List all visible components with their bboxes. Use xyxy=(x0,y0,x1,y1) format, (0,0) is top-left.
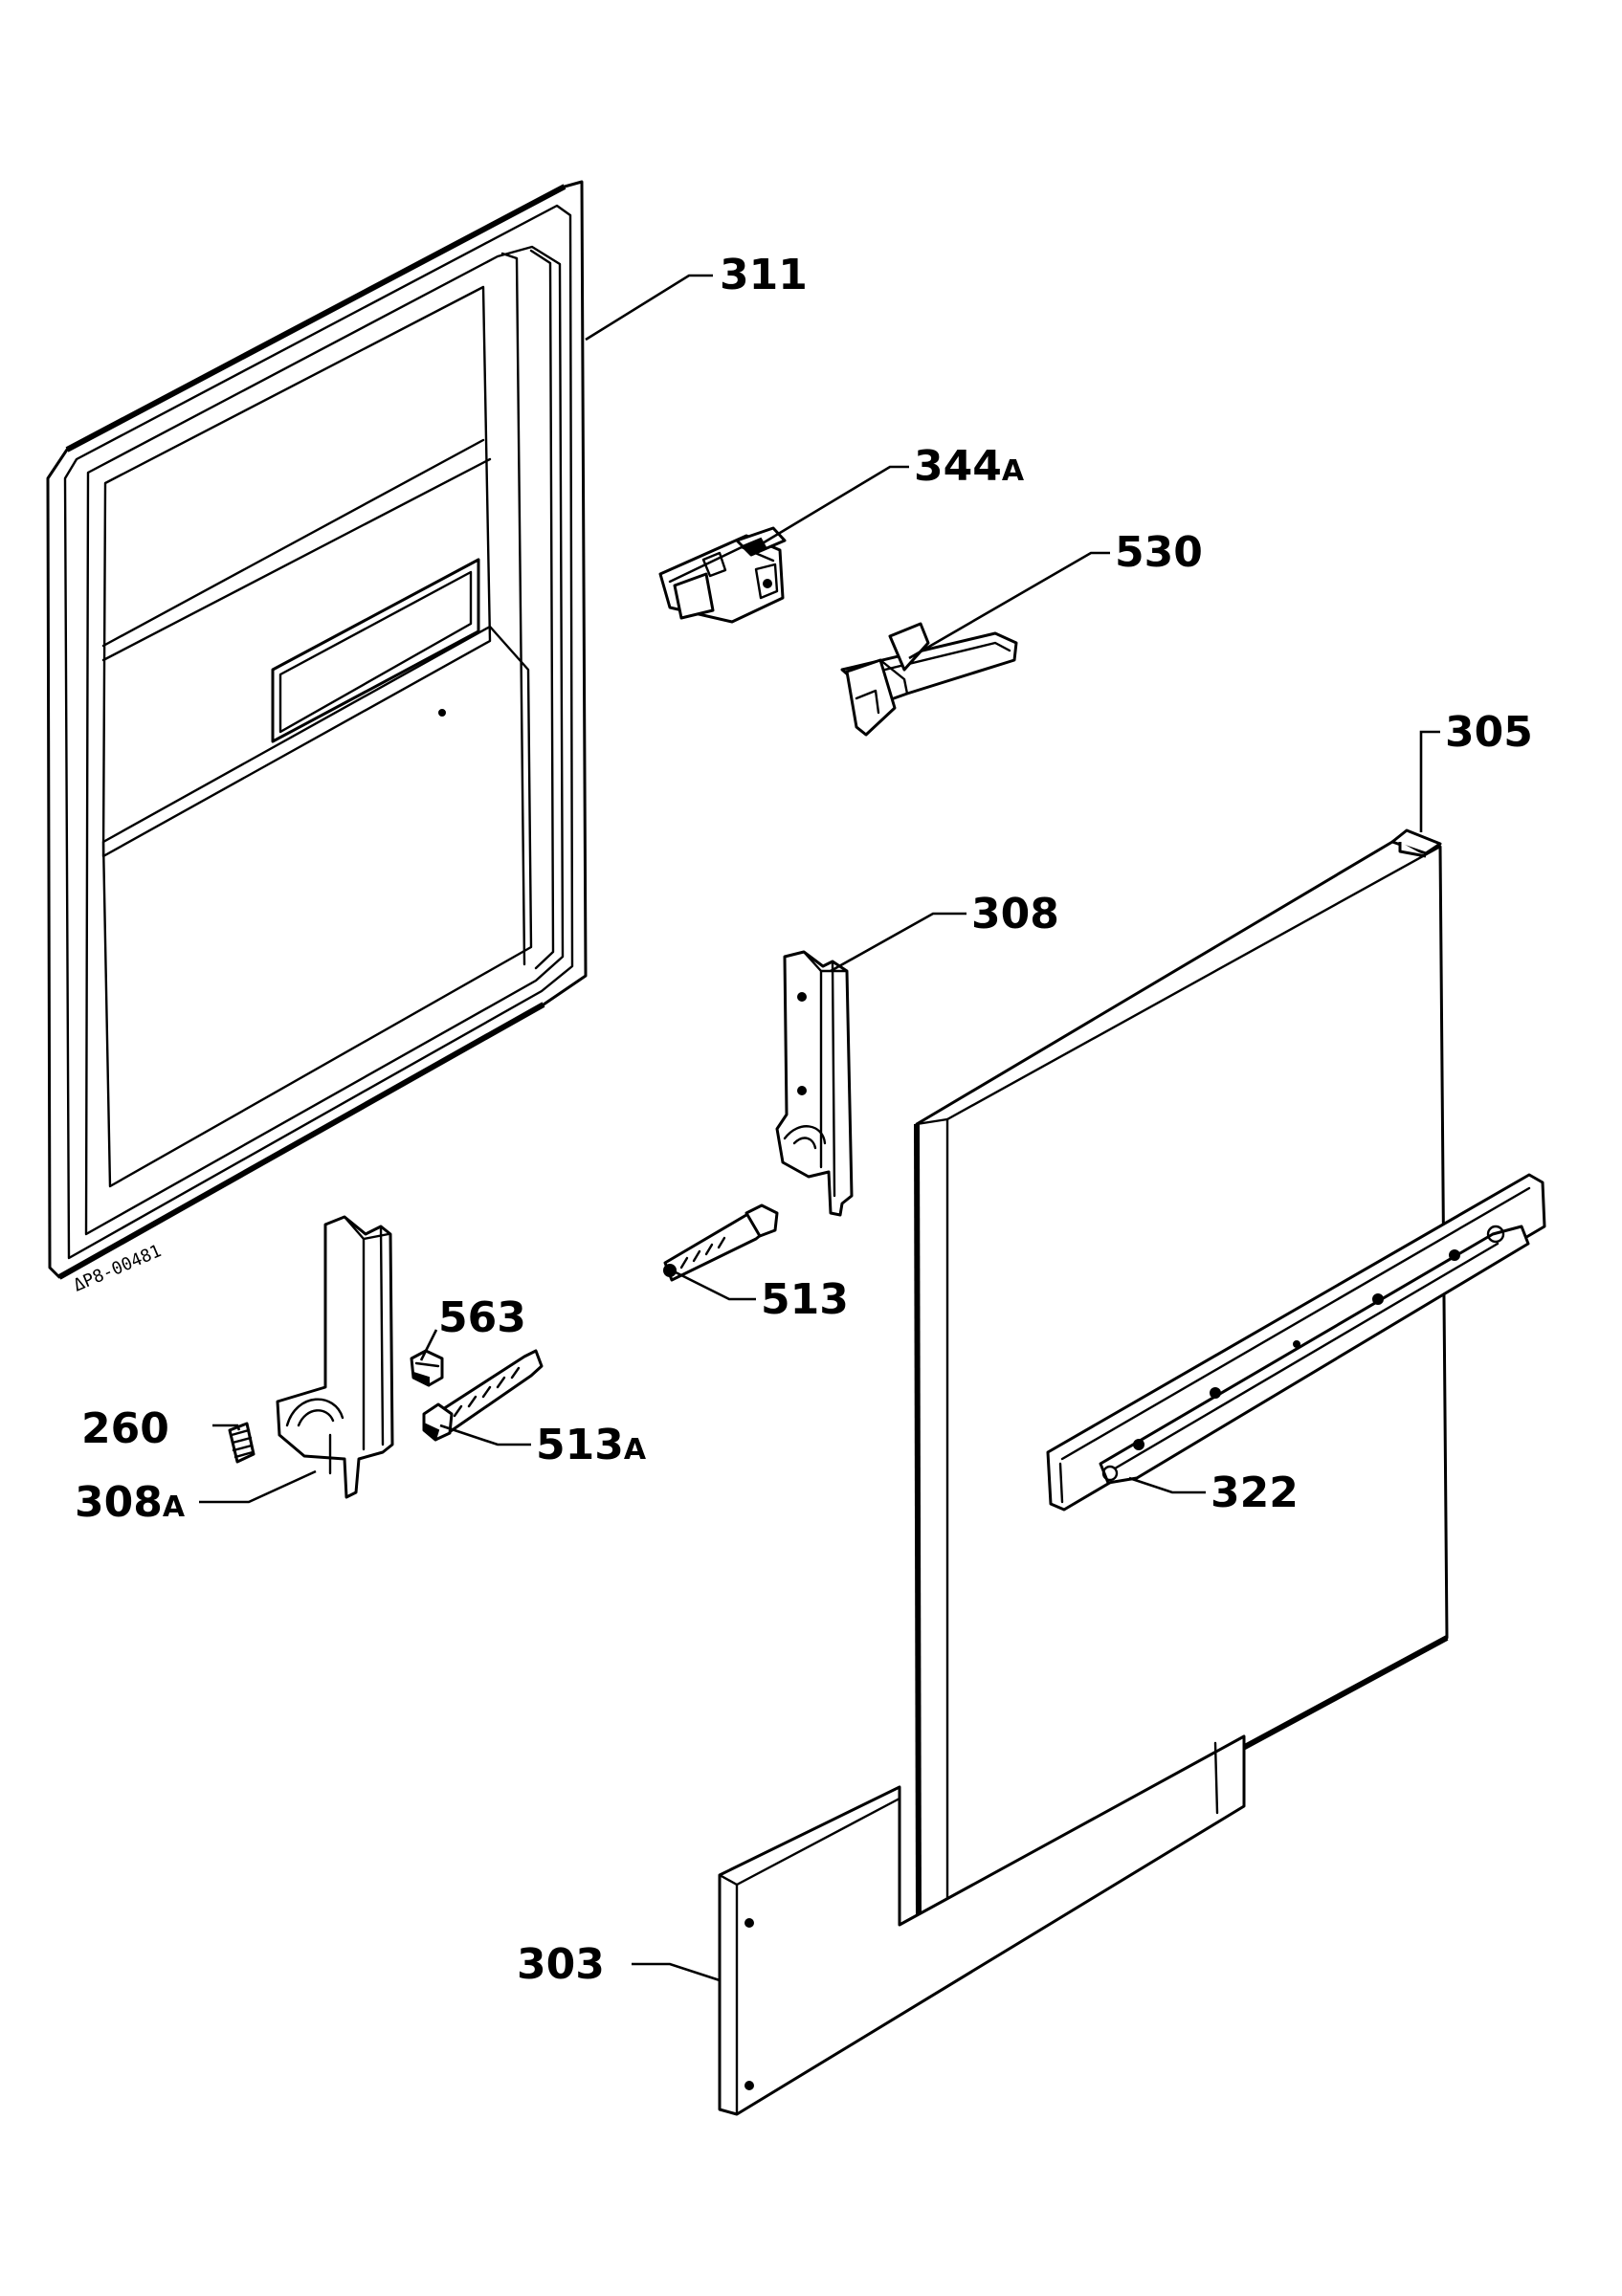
leader-308a xyxy=(199,1469,317,1504)
hinge-pin-513 xyxy=(663,1203,779,1282)
callout-513: 513 xyxy=(761,1275,849,1324)
inner-door-panel-311: ΔP8-00481 xyxy=(46,180,588,1296)
callout-513a: 513A xyxy=(536,1421,647,1469)
hinge-left-308a xyxy=(276,1215,394,1499)
callout-303: 303 xyxy=(517,1940,605,1989)
callout-322: 322 xyxy=(1211,1468,1299,1517)
hinge-pin-513a xyxy=(422,1349,544,1442)
leader-308 xyxy=(830,912,967,973)
hinge-right-308 xyxy=(775,950,854,1217)
bush-563 xyxy=(410,1349,444,1387)
leader-530 xyxy=(908,551,1110,660)
handle-bar-322 xyxy=(1046,1173,1546,1512)
leader-513a xyxy=(439,1424,531,1446)
door-handle-lever-530 xyxy=(840,622,1018,737)
callout-labels: 311 344A 530 305 308 513 563 260 513A 30… xyxy=(75,251,1533,1989)
leader-260 xyxy=(212,1424,241,1431)
leader-311 xyxy=(585,274,713,342)
callout-305: 305 xyxy=(1445,708,1533,757)
leader-344a xyxy=(755,465,909,549)
callout-344a: 344A xyxy=(914,442,1025,491)
door-latch-344a xyxy=(658,526,787,624)
callout-311: 311 xyxy=(720,251,808,299)
leader-322 xyxy=(1128,1476,1206,1494)
leader-lines xyxy=(199,274,1440,1982)
callout-563: 563 xyxy=(438,1293,526,1342)
callout-260: 260 xyxy=(81,1404,169,1453)
spring-260 xyxy=(228,1422,256,1464)
leader-303 xyxy=(632,1962,721,1982)
callout-530: 530 xyxy=(1115,528,1203,577)
callout-308: 308 xyxy=(971,890,1059,938)
callout-308a: 308A xyxy=(75,1478,186,1527)
kick-panel-303 xyxy=(718,1734,1246,2116)
leader-563 xyxy=(419,1329,438,1361)
leader-513 xyxy=(675,1270,756,1301)
leader-305 xyxy=(1419,730,1440,832)
